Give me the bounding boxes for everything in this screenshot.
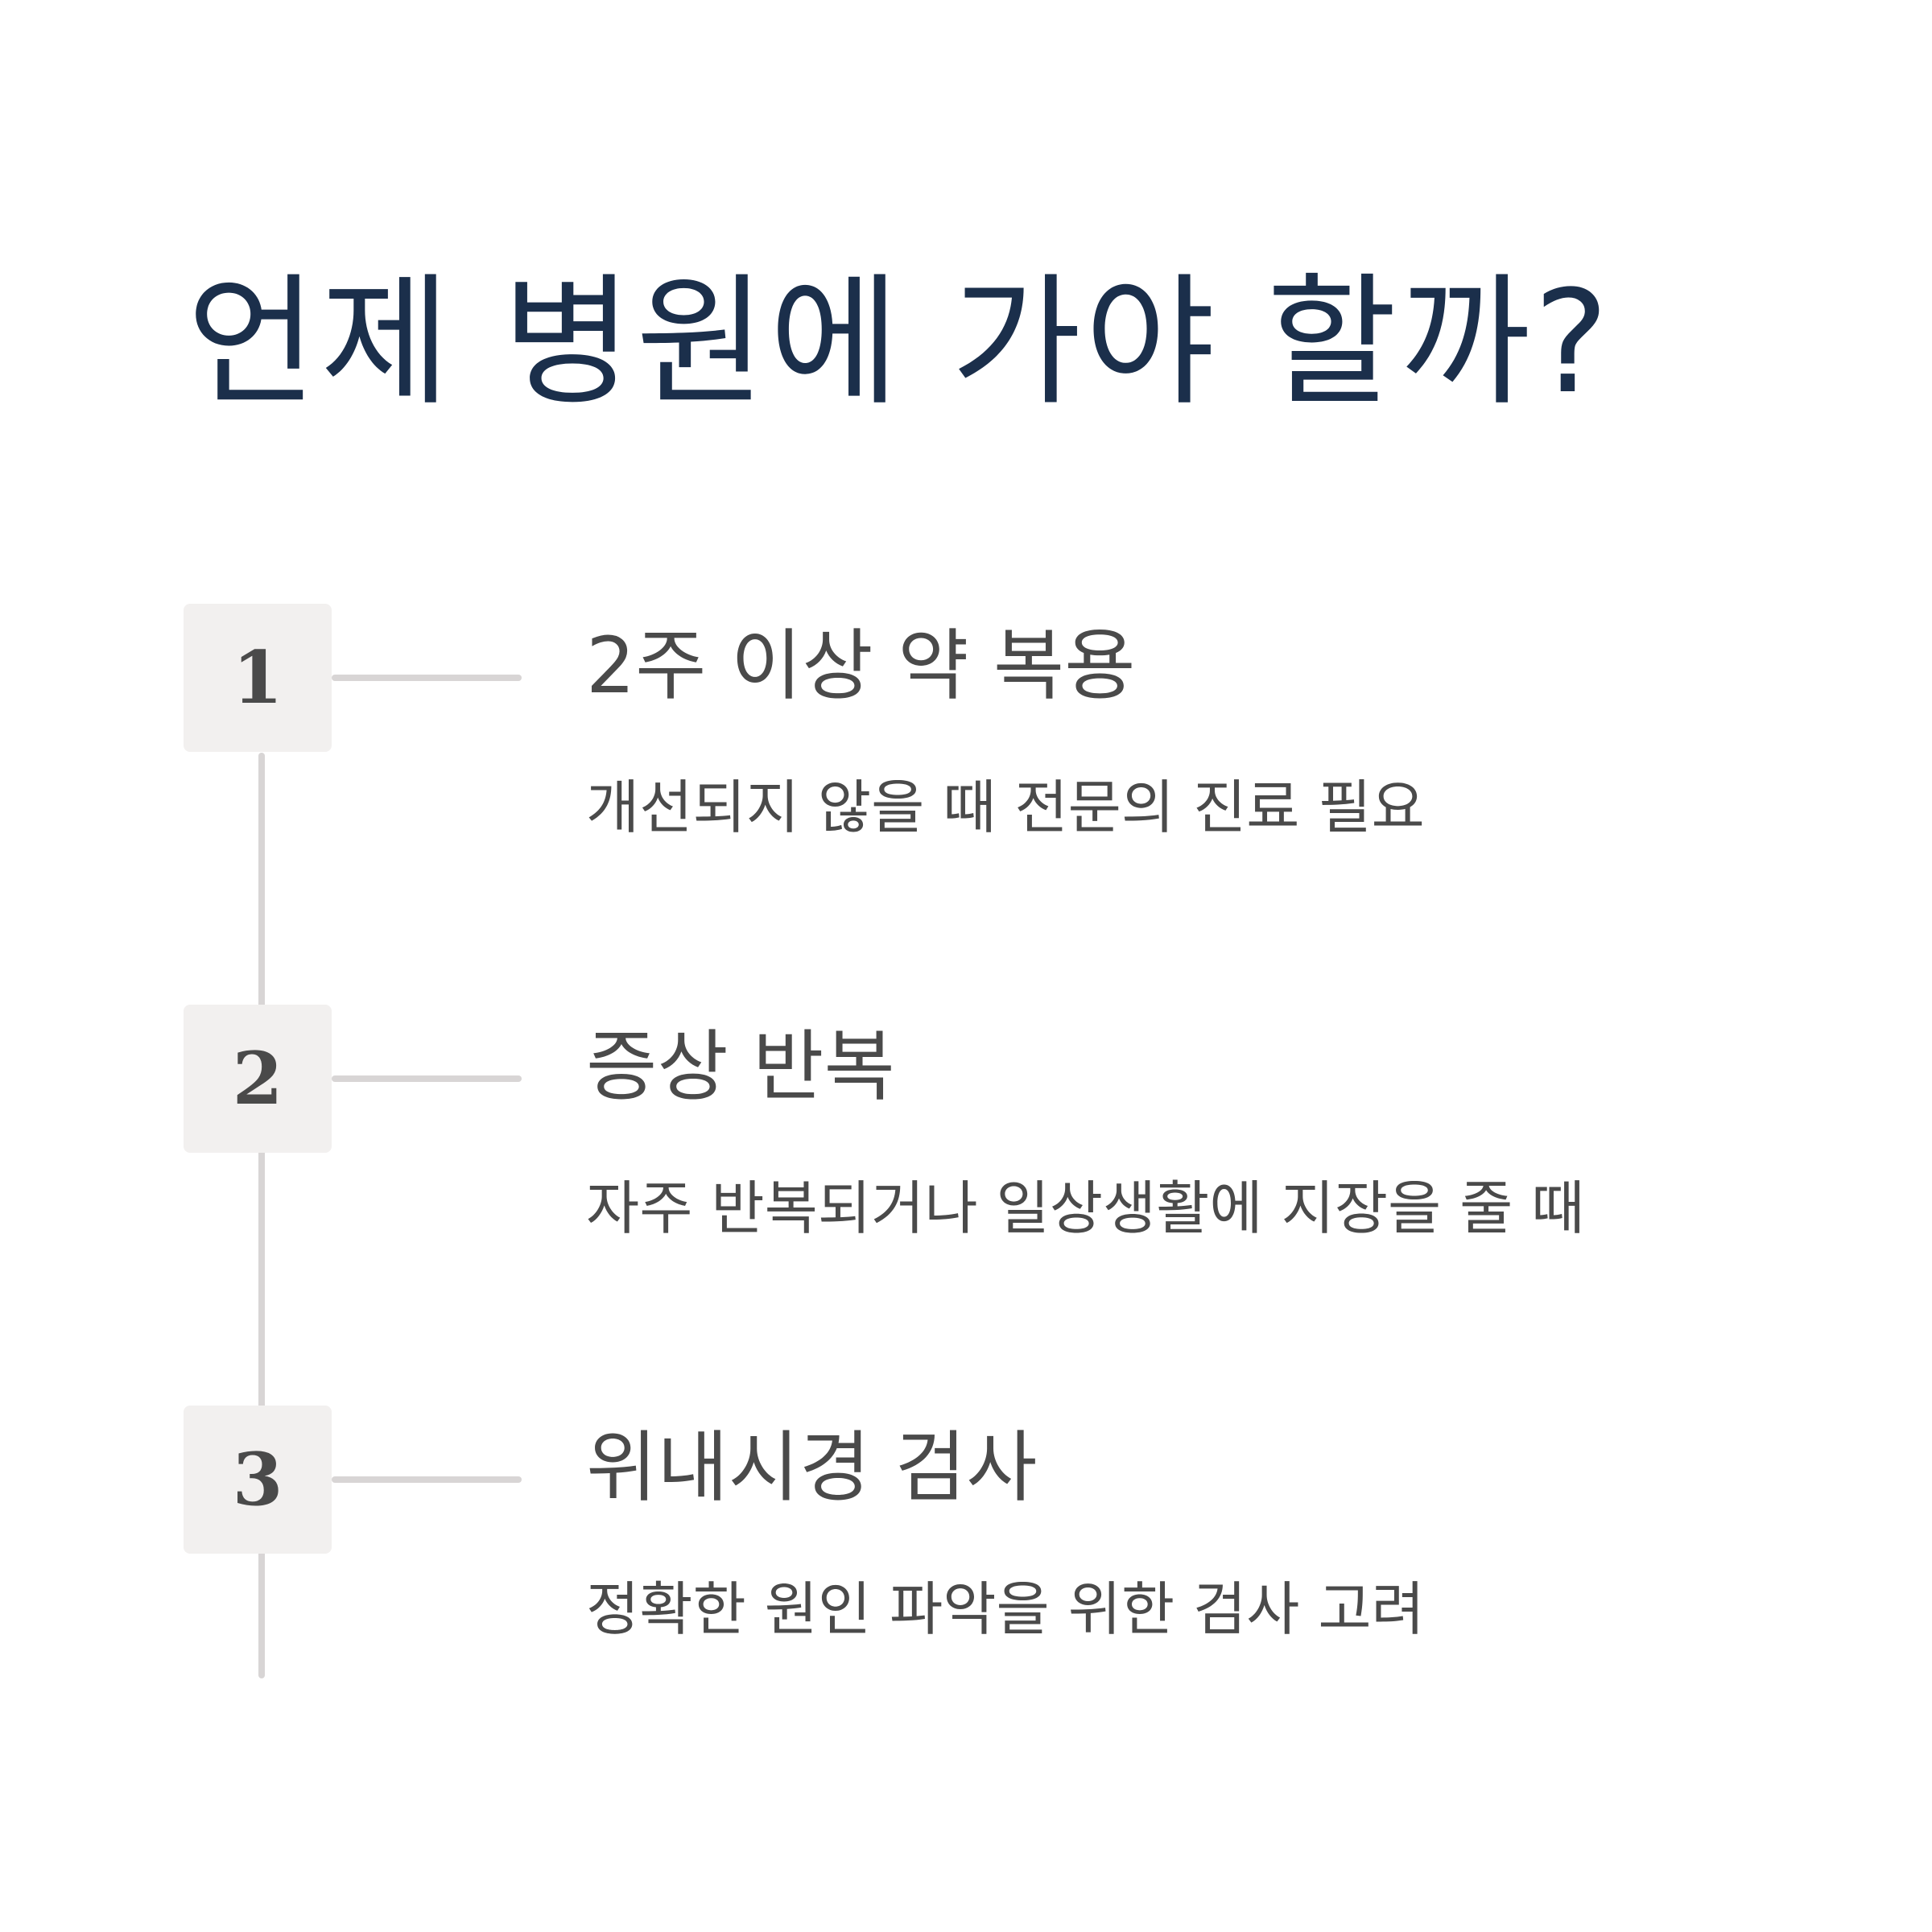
step-description: 정확한 원인 파악을 위한 검사 고려 xyxy=(586,1575,1425,1643)
step-title: 2주 이상 약 복용 xyxy=(586,621,1136,711)
step-2: 2 증상 반복 자주 반복되거나 일상생활에 지장을 줄 때 xyxy=(0,1005,1932,1343)
step-description: 자주 반복되거나 일상생활에 지장을 줄 때 xyxy=(586,1174,1585,1242)
step-number-badge: 2 xyxy=(184,1005,332,1153)
step-connector xyxy=(332,1075,522,1082)
step-1: 1 2주 이상 약 복용 개선되지 않을 때 전문의 진료 필요 xyxy=(0,604,1932,942)
step-3: 3 위내시경 검사 정확한 원인 파악을 위한 검사 고려 xyxy=(0,1406,1932,1744)
step-title: 증상 반복 xyxy=(586,1022,895,1112)
page-title: 언제 병원에 가야 할까? xyxy=(187,260,1612,425)
step-number-badge: 3 xyxy=(184,1406,332,1554)
step-title: 위내시경 검사 xyxy=(586,1422,1038,1513)
step-number-badge: 1 xyxy=(184,604,332,752)
step-description: 개선되지 않을 때 전문의 진료 필요 xyxy=(586,774,1425,841)
step-connector xyxy=(332,1476,522,1483)
step-connector xyxy=(332,675,522,681)
timeline-line xyxy=(258,753,265,1678)
